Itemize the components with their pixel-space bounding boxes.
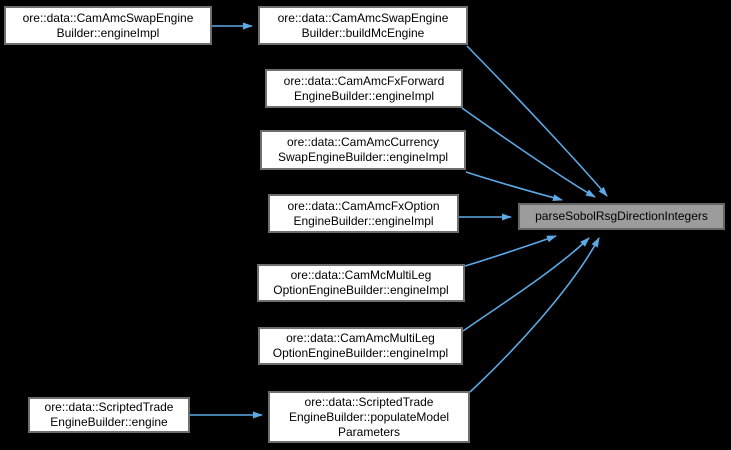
- node-scriptedtrade-populatemodelparameters[interactable]: ore::data::ScriptedTrade EngineBuilder::…: [268, 391, 470, 443]
- edge-camamcmultileg-to-parsesobol: [462, 237, 590, 332]
- node-camamcfxforward-engineimpl[interactable]: ore::data::CamAmcFxForward EngineBuilder…: [265, 69, 463, 108]
- edge-fxforward-to-parsesobol: [461, 107, 596, 198]
- edge-buildmcengine-to-parsesobol: [466, 45, 608, 197]
- node-camamcfxoption-engineimpl[interactable]: ore::data::CamAmcFxOption EngineBuilder:…: [268, 194, 459, 233]
- edge-cammcmultileg-to-parsesobol: [464, 235, 557, 267]
- node-camamcmultileg-engineimpl[interactable]: ore::data::CamAmcMultiLeg OptionEngineBu…: [258, 327, 463, 365]
- edge-populatemodelparameters-to-parsesobol: [469, 237, 600, 393]
- edge-currencyswap-to-parsesobol: [465, 171, 563, 202]
- node-camamccurrency-engineimpl[interactable]: ore::data::CamAmcCurrency SwapEngineBuil…: [260, 130, 466, 170]
- node-camamcswapengine-engineimpl[interactable]: ore::data::CamAmcSwapEngine Builder::eng…: [4, 6, 212, 45]
- node-parsesobolrsgdirectionintegers: parseSobolRsgDirectionIntegers: [518, 203, 725, 230]
- node-camamcswapengine-buildmcengine[interactable]: ore::data::CamAmcSwapEngine Builder::bui…: [258, 6, 468, 45]
- node-cammcmultileg-engineimpl[interactable]: ore::data::CamMcMultiLeg OptionEngineBui…: [257, 264, 465, 302]
- node-scriptedtrade-engine[interactable]: ore::data::ScriptedTrade EngineBuilder::…: [28, 397, 190, 433]
